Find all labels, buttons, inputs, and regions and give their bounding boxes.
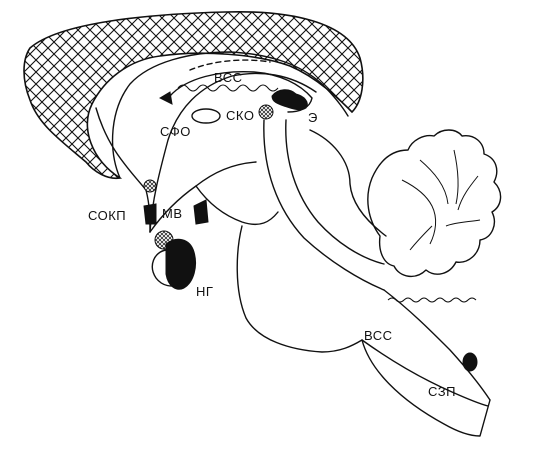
dashed-commissure	[189, 59, 271, 71]
label-mv: МВ	[162, 206, 183, 221]
pineal-hatched	[258, 104, 274, 120]
spinal-cord-outline	[361, 339, 491, 437]
aqueduct-line-2	[285, 119, 385, 265]
fornix-outline	[111, 51, 349, 179]
sko-oval	[191, 108, 221, 124]
cerebellum-folia-4	[457, 175, 479, 211]
label-sko: СКО	[226, 108, 254, 123]
brainstem-dorsal	[383, 289, 491, 401]
aqueduct-line	[263, 119, 385, 291]
label-szp: СЗП	[428, 384, 456, 399]
label-ng: НГ	[196, 284, 213, 299]
pons-outline	[236, 225, 363, 353]
brainstem-ventral	[361, 339, 489, 407]
mv-marker	[193, 199, 209, 225]
cerebellum-outline	[367, 129, 502, 277]
adenohypophysis	[151, 249, 181, 287]
cerebellum-folia-5	[445, 219, 481, 227]
cerebellum-folia-3	[453, 149, 459, 205]
corpus-callosum	[23, 10, 364, 180]
infundibulum-outline	[195, 185, 279, 226]
cerebellum-folia-2	[419, 159, 449, 205]
sokp-hatched	[143, 179, 157, 193]
label-e: Э	[308, 110, 318, 125]
sfo-marker	[158, 91, 173, 105]
cerebellum-folia-6	[409, 225, 433, 251]
fourth-ventricle	[309, 129, 387, 237]
pineal-body	[271, 89, 308, 111]
cerebellum-folia-1	[401, 179, 437, 245]
label-sfo: СФО	[160, 124, 191, 139]
neurohypophysis	[165, 238, 197, 290]
label-sokp: СОКП	[88, 208, 126, 223]
sokp-marker	[143, 203, 157, 225]
szp-marker	[462, 352, 478, 372]
ventricle-wavy-top	[177, 84, 279, 92]
label-vss-top: ВСС	[214, 70, 243, 85]
label-vss-bottom: ВСС	[364, 328, 393, 343]
central-canal-wavy	[387, 297, 477, 303]
